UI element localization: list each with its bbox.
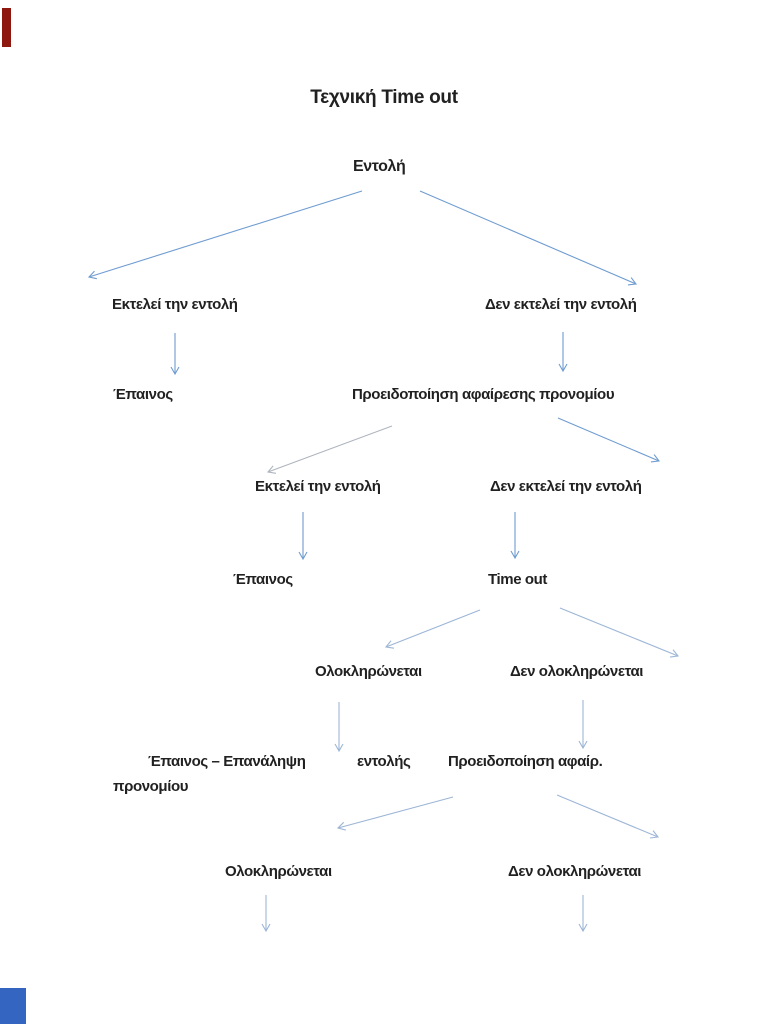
node-not-completes-2: Δεν ολοκληρώνεται (508, 863, 642, 880)
node-warning-1: Προειδοποίηση αφαίρεσης προνομίου (352, 386, 615, 403)
node-completes-2: Ολοκληρώνεται (225, 863, 332, 880)
node-not-executes-1: Δεν εκτελεί την εντολή (485, 296, 637, 313)
page-title: Τεχνική Time out (310, 87, 458, 108)
node-not-executes-2: Δεν εκτελεί την εντολή (490, 478, 642, 495)
arrow-timeout-to-not-completes-1 (559, 607, 680, 658)
node-not-completes-1: Δεν ολοκληρώνεται (510, 663, 644, 680)
page-edge-marker-top (2, 8, 11, 47)
arrow-root-to-executes-1 (87, 190, 363, 280)
node-praise-1: Έπαινος (113, 386, 173, 403)
node-privilege-wrap: προνομίου (113, 778, 189, 795)
page-edge-marker-bottom (0, 988, 26, 1024)
node-executes-1: Εκτελεί την εντολή (112, 296, 238, 313)
node-executes-2: Εκτελεί την εντολή (255, 478, 381, 495)
node-timeout: Time out (488, 571, 548, 588)
node-warning-2: Προειδοποίηση αφαίρ. (448, 753, 603, 770)
arrow-root-to-not-executes-1 (419, 190, 638, 286)
arrow-warning-2-to-not-completes-2 (556, 794, 660, 839)
node-completes-1: Ολοκληρώνεται (315, 663, 422, 680)
arrow-warning-1-to-executes-2 (266, 425, 393, 474)
arrow-warning-2-to-completes-2 (336, 796, 454, 831)
node-command-word: εντολής (357, 753, 411, 770)
node-command-root: Εντολή (353, 158, 406, 175)
node-praise-2: Έπαινος (233, 571, 293, 588)
arrow-timeout-to-completes-1 (384, 609, 481, 649)
arrow-warning-1-to-not-executes-2 (557, 417, 661, 463)
node-praise-repeat: Έπαινος – Επανάληψη (148, 753, 306, 770)
